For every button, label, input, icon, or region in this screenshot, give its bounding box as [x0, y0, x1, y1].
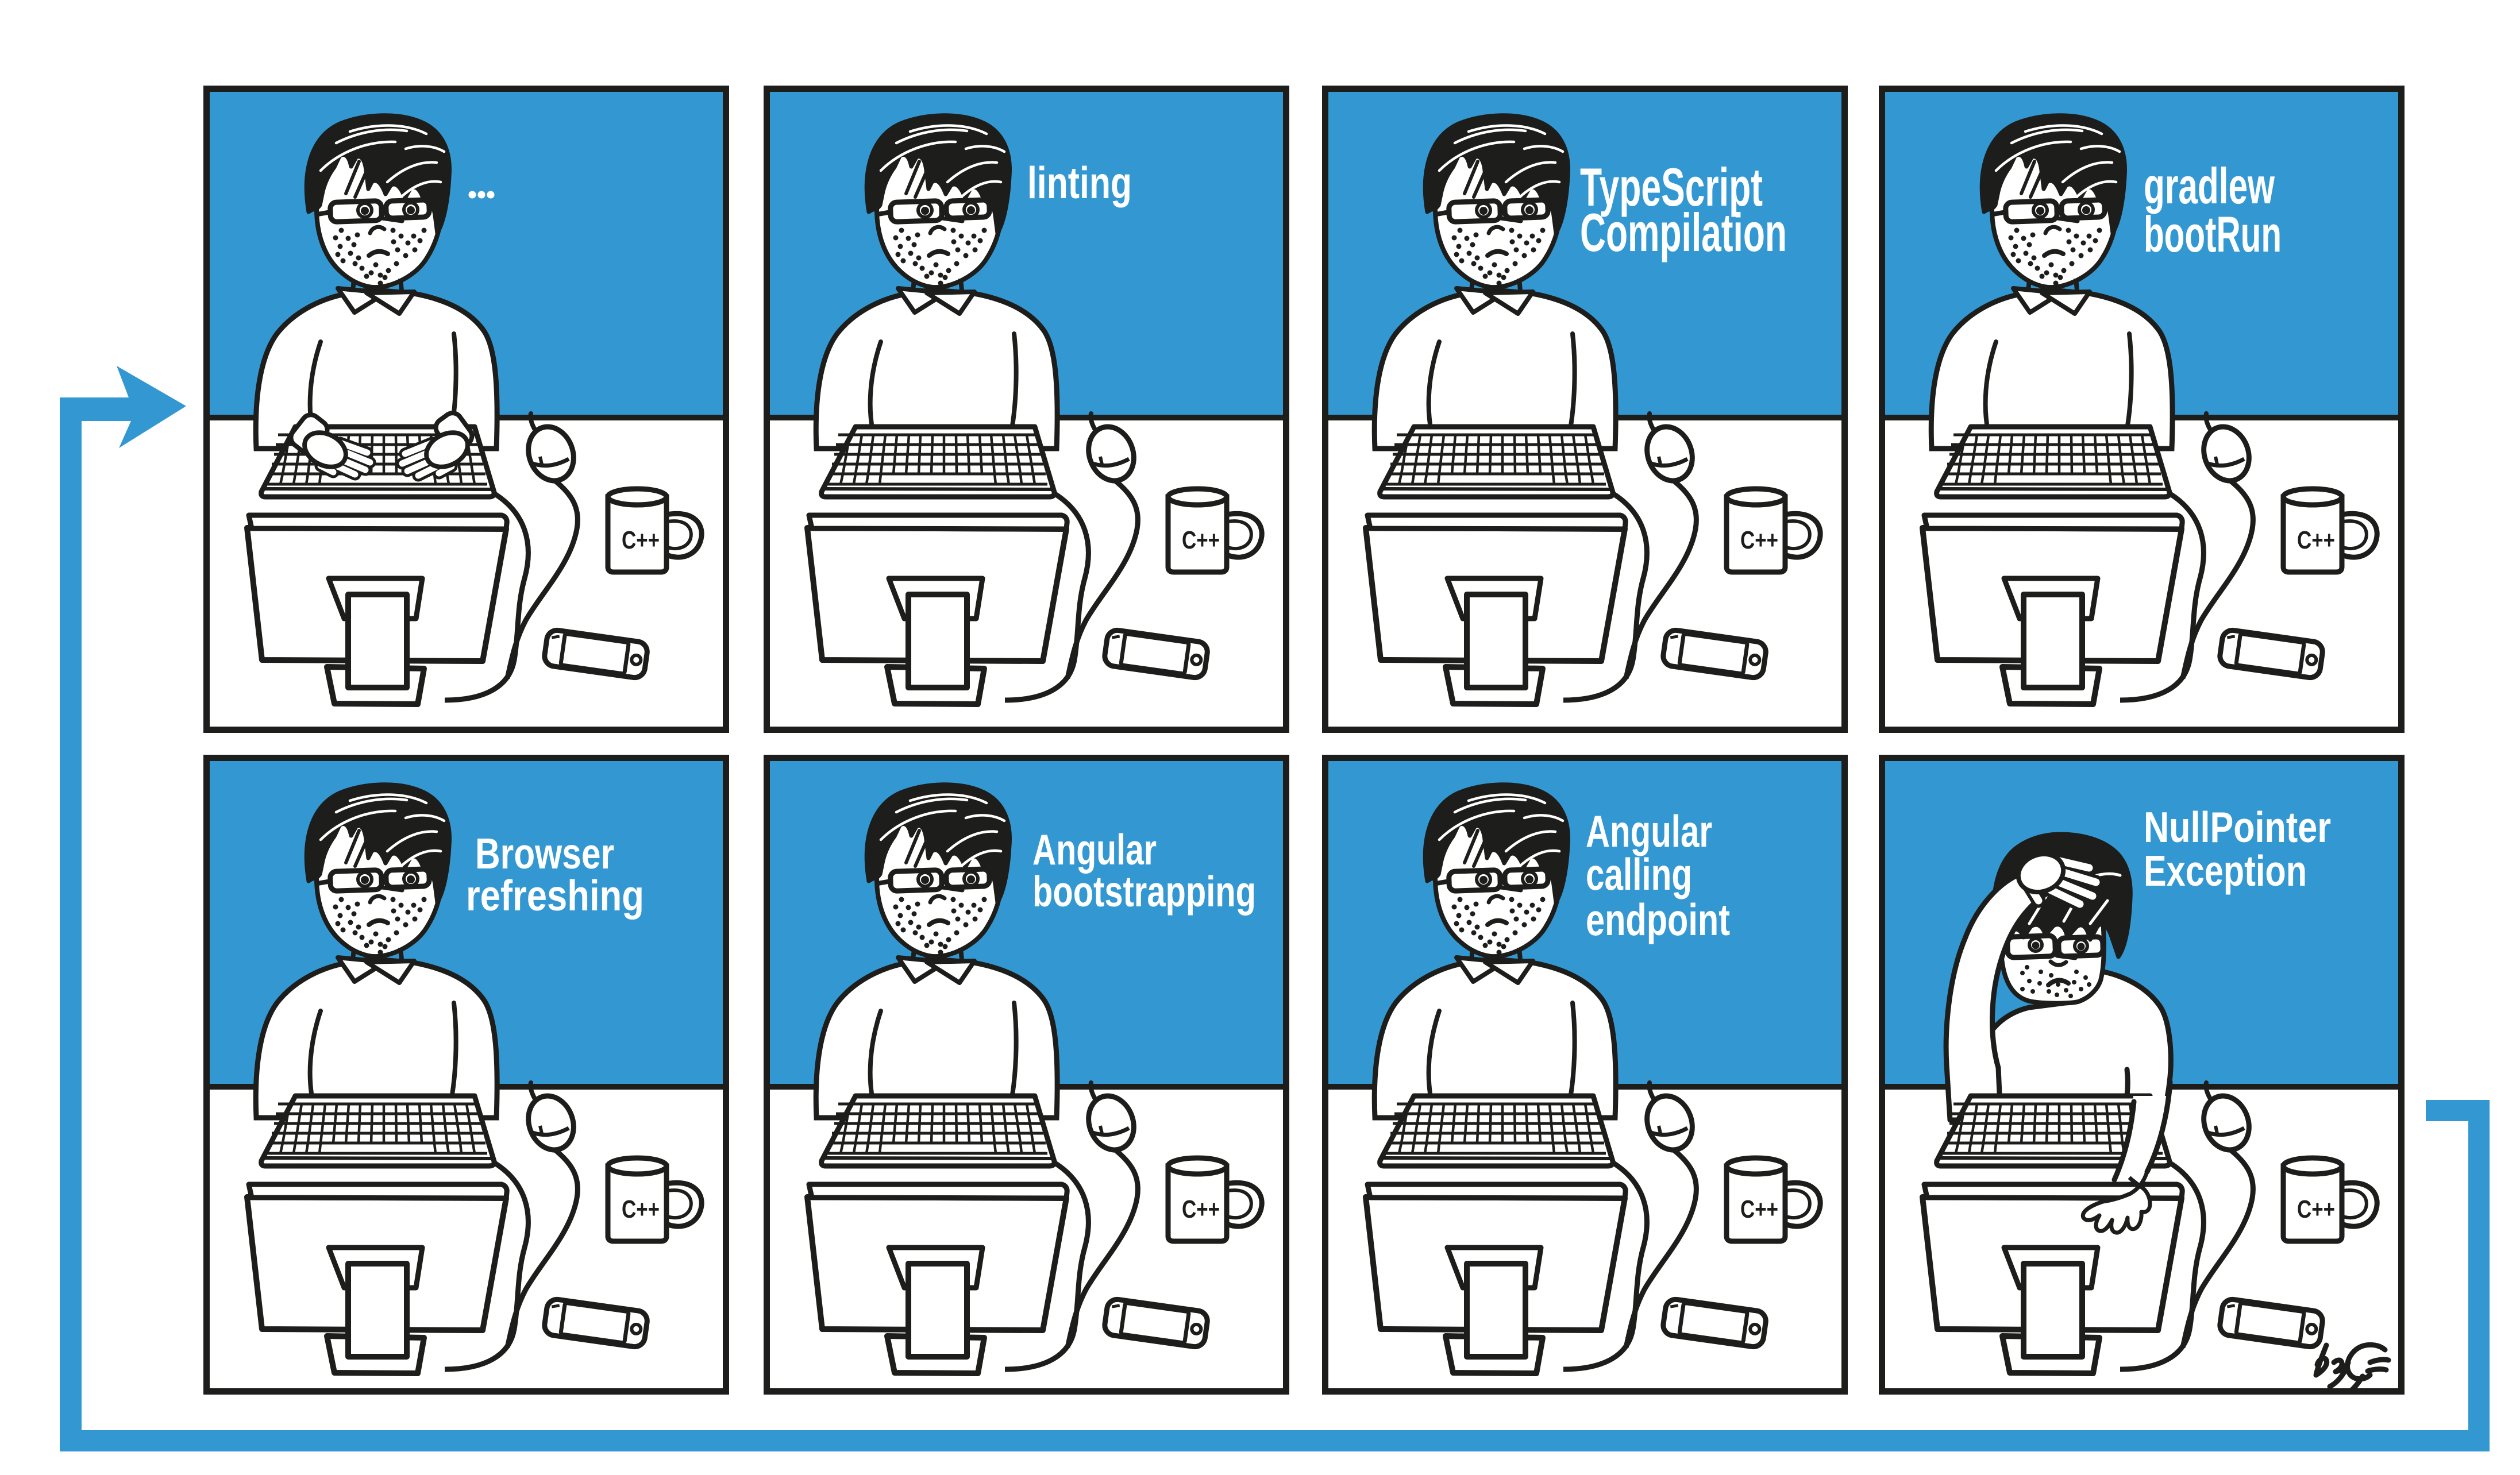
- svg-text:Browser: Browser: [475, 829, 614, 878]
- svg-text:Angular: Angular: [1586, 806, 1712, 856]
- svg-text:bootRun: bootRun: [2144, 206, 2282, 262]
- svg-text:Compilation: Compilation: [1580, 202, 1787, 262]
- svg-text:calling: calling: [1586, 849, 1692, 899]
- svg-text:NullPointer: NullPointer: [2144, 803, 2331, 851]
- svg-text:Exception: Exception: [2144, 847, 2307, 895]
- svg-text:gradlew: gradlew: [2144, 157, 2275, 214]
- svg-text:endpoint: endpoint: [1586, 894, 1730, 945]
- svg-text:bootstrapping: bootstrapping: [1032, 867, 1256, 916]
- svg-text:Angular: Angular: [1032, 825, 1157, 874]
- svg-text:linting: linting: [1027, 157, 1132, 208]
- svg-text:refreshing: refreshing: [466, 871, 644, 920]
- svg-text:TypeScript: TypeScript: [1580, 157, 1763, 217]
